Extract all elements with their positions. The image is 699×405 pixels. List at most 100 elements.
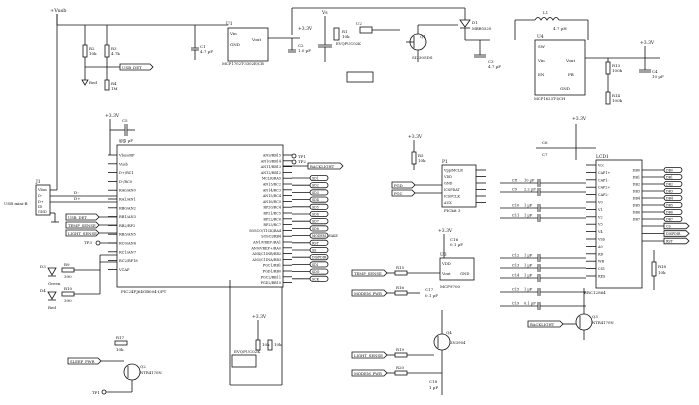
resistor-r13 xyxy=(605,61,611,75)
signal-bubble-label: SD4 xyxy=(312,198,319,202)
lcd-db-bubble xyxy=(663,201,683,208)
pic-right-pin-label: RP21/RC5 xyxy=(263,212,281,216)
lcd-pin-label: V3 xyxy=(597,223,603,227)
lcd-pin-label: V1 xyxy=(597,208,603,212)
tp-bottom-icon xyxy=(101,389,107,395)
u4-pin-vout: Vout xyxy=(565,58,576,63)
resistor-r20 xyxy=(394,370,408,376)
resistor-r17 xyxy=(114,340,128,346)
q3-ref: Q3 xyxy=(592,314,598,319)
pic-right-pin-label: MCLR/RA5 xyxy=(262,177,281,181)
lcd-db-pin: DB6 xyxy=(633,211,640,215)
c5-ref: C5 xyxy=(122,118,128,123)
signal-bubble-label: SD7 xyxy=(312,220,319,224)
r14-ref: R14 xyxy=(612,93,621,98)
resistor-r15 xyxy=(394,270,408,276)
resistor-r16 xyxy=(394,290,408,296)
tp1-label: TP1 xyxy=(298,154,306,159)
pic-right-pin-label: AN4/C1INB/RB2 xyxy=(251,252,281,256)
temp-ref: U3 xyxy=(440,252,447,258)
temp-sense-net-label: TEMP_SENSE xyxy=(354,271,382,276)
signal-bubble xyxy=(309,261,329,268)
pic-right-pin-label: SOSCI/RB4 xyxy=(261,235,281,239)
pic-left-pin-label: RA0/AN0 xyxy=(119,189,137,193)
c18-value: 1 µF xyxy=(429,385,438,390)
d1-part: MBR0520 xyxy=(472,26,492,31)
c2-value: 1.0 µF xyxy=(298,48,311,53)
lcd-pin-label: V2 xyxy=(597,215,603,219)
tp3-icon xyxy=(95,240,101,246)
temp-pin-vout: Vout xyxy=(441,271,451,276)
led-d4: D4 Red xyxy=(40,288,57,310)
r18-value: 10k xyxy=(658,270,666,275)
r16-ref: R16 xyxy=(396,285,405,290)
inductor-l1: L1 4.7 µH xyxy=(515,10,588,31)
icsp-pin-label: VDD xyxy=(443,175,452,179)
resistor-r3: R3 4.7k xyxy=(104,44,120,58)
signal-bubble-label: MODEM_WAKE xyxy=(312,234,338,238)
pic-right-pin-label: AN14/RC3 xyxy=(262,188,281,192)
pic-right-pin-label: AN15/RC4 xyxy=(262,194,281,198)
lcd-db-pin: DB7 xyxy=(633,218,640,222)
r10-value: 390 xyxy=(64,298,72,303)
pic-left-pin-label: RB0/AN2 xyxy=(119,206,136,210)
icsp-pin-label: ICSPDAT xyxy=(444,188,461,192)
signal-bubble-label: SS xyxy=(312,249,316,253)
resistor-r4 xyxy=(104,79,110,91)
diode-d1: D1 MBR0520 xyxy=(459,19,492,31)
lcd-cap-value: 1 µF xyxy=(524,204,533,208)
c4-ref: C4 xyxy=(652,69,658,74)
signal-bubble xyxy=(309,218,329,225)
lcd-ctrl-net-label: DISPDIR xyxy=(666,232,681,236)
lcd-cap-value: 0.1 µF xyxy=(524,302,536,306)
r4-value: 1M xyxy=(111,86,118,91)
pic-right-pin-label: PGD2/RB10 xyxy=(261,281,281,285)
lcd-db-bubble-label: DB2 xyxy=(666,183,673,187)
temp-sensor: U3 VDD Vout GND MCP9700 xyxy=(439,252,475,289)
usb-pin-vbus: Vbus xyxy=(37,188,47,192)
pic-right-pin-label: PGC2/RB11 xyxy=(261,275,281,279)
pic-left-pin-label: RC1/AN7 xyxy=(119,250,137,254)
led-power-icon xyxy=(81,79,89,86)
signal-bubbles: SD1SD2SD3SD4SD5SD6SD7SD8MODEM_WAKERSTSSD… xyxy=(292,174,338,282)
resistor-r18 xyxy=(651,261,657,277)
r11-value: 10k xyxy=(262,342,270,347)
signal-bubble-label: SD2 xyxy=(312,184,319,188)
tp3-label: TP3 xyxy=(84,240,92,245)
lcd-db-bubble-label: DB4 xyxy=(666,197,673,201)
r1-value: 10k xyxy=(342,34,350,39)
u4-pin-gnd: GND xyxy=(560,86,570,91)
lcd-db-bubble xyxy=(663,208,683,215)
switch-s1: EVQPUC02K xyxy=(231,349,261,368)
lcd-pin-label: V4 xyxy=(597,230,603,234)
lcd-cap-ref: C15 xyxy=(512,288,520,292)
usb-ref: J1 xyxy=(35,179,41,185)
r13-ref: R13 xyxy=(612,63,621,68)
pic-ref: U5 xyxy=(119,139,126,145)
lcd-db-bubble xyxy=(663,166,683,173)
pic-right-pin-label: PGC1/RB1 xyxy=(263,264,281,268)
usb-det-in-label: USB_DET xyxy=(68,215,87,220)
r9-value: 390 xyxy=(64,274,72,279)
lcd-pin-label: CAP2+ xyxy=(598,186,610,190)
q2-part: NTR4170N xyxy=(140,370,162,375)
top-power-rail: +Vusb xyxy=(50,7,466,45)
led-d3-color: Green xyxy=(48,281,61,286)
u2-ref: U2 xyxy=(356,21,362,26)
lcd-module: LCD1 ERC12864 xyxy=(584,154,643,295)
lcd-pins: VccCAP1+CAP1-CAP2+CAP2-V0V1V2V3V4VSSA0RD… xyxy=(586,164,610,279)
lcd-cap-value: 1 µF xyxy=(524,254,533,258)
resistor-r11 xyxy=(255,339,261,351)
r2-value: 10k xyxy=(89,51,97,56)
r3-ref: R3 xyxy=(111,46,117,51)
r3-value: 4.7k xyxy=(111,51,120,56)
icsp-pin-label: Vpp/MCLR xyxy=(443,169,463,173)
lcd-cap-ref: C8 xyxy=(512,179,518,183)
usb-pin-dp: D+ xyxy=(38,200,44,204)
r20-ref: R20 xyxy=(396,365,405,370)
lcd-db-bubble xyxy=(663,180,683,187)
pic-left-pin-label: RB3/AN5 xyxy=(119,233,137,237)
backlight-lcd-label: BACKLIGHT xyxy=(530,322,555,327)
u1-regulator: U1 Vin GND Vout MCP1702T-3302E/CB xyxy=(222,21,269,66)
signal-bubble xyxy=(309,268,329,275)
